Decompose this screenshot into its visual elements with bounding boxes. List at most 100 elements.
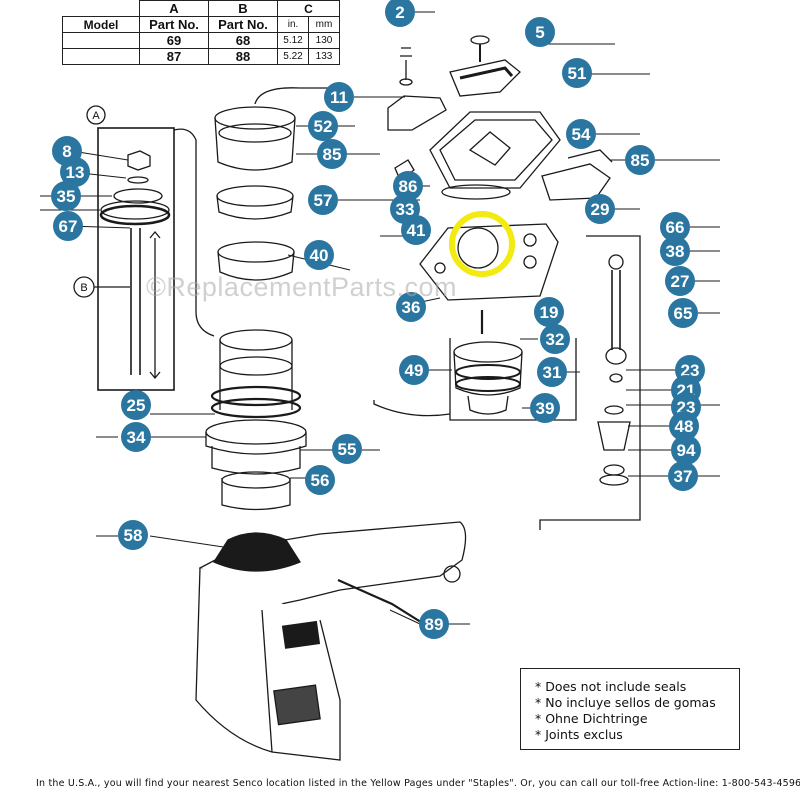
spring-2 xyxy=(400,47,412,80)
callout-circle xyxy=(317,139,347,169)
notes-box: * Does not include seals * No incluye se… xyxy=(520,668,740,750)
callout-circle xyxy=(534,297,564,327)
callout-number: 94 xyxy=(677,441,696,460)
callout-number: 8 xyxy=(62,142,71,161)
callout-badge: 54 xyxy=(566,119,596,149)
callout-number: 5 xyxy=(535,23,544,42)
callout-number: 58 xyxy=(124,526,143,545)
callout-badge: 2 xyxy=(385,0,415,27)
callout-number: 57 xyxy=(314,191,333,210)
callout-number: 25 xyxy=(127,396,146,415)
callout-number: 35 xyxy=(57,187,76,206)
callout-number: 56 xyxy=(311,471,330,490)
detail-label-b: B xyxy=(80,282,87,294)
callout-badge: 25 xyxy=(121,390,151,420)
callout-badge: 85 xyxy=(625,145,655,175)
callout-badge: 57 xyxy=(308,185,338,215)
drawing-linework xyxy=(73,35,641,761)
callout-circle xyxy=(60,157,90,187)
callout-badge: 58 xyxy=(118,520,148,550)
footer-text: In the U.S.A., you will find your neares… xyxy=(36,778,800,789)
callout-badge: 35 xyxy=(51,181,81,211)
callout-circle xyxy=(324,82,354,112)
callout-number: 19 xyxy=(540,303,559,322)
table-header-letters: A B C xyxy=(62,0,340,17)
callout-badge: 66 xyxy=(660,212,690,242)
table-cell: 133 xyxy=(308,48,340,65)
valve-piston-49 xyxy=(453,341,523,363)
ring-57 xyxy=(216,185,294,207)
callout-badge: 51 xyxy=(562,58,592,88)
callout-circle xyxy=(304,240,334,270)
note-line: * Does not include seals xyxy=(535,679,687,694)
callout-number: 89 xyxy=(425,615,444,634)
callout-badge: 89 xyxy=(419,609,449,639)
callout-badge: 29 xyxy=(585,194,615,224)
o-ring-23 xyxy=(604,405,624,415)
piston-disc xyxy=(100,200,170,220)
callout-number: 38 xyxy=(666,242,685,261)
callout-badge: 56 xyxy=(305,465,335,495)
callout-circle xyxy=(393,171,423,201)
callout-number: 33 xyxy=(396,200,415,219)
callout-number: 86 xyxy=(399,177,418,196)
callout-number: 39 xyxy=(536,399,555,418)
guard-11 xyxy=(387,95,447,131)
callout-circle xyxy=(332,434,362,464)
spec-table: A B C Model Part No. Part No. in. mm 69 … xyxy=(62,0,340,65)
callout-number: 85 xyxy=(631,151,650,170)
callout-number: 67 xyxy=(59,217,78,236)
highlight-ring xyxy=(449,211,515,277)
note-line: * Joints exclus xyxy=(535,727,623,742)
callout-badge: 94 xyxy=(671,435,701,465)
callout-number: 40 xyxy=(310,246,329,265)
callout-number: 66 xyxy=(666,218,685,237)
callout-circle xyxy=(668,461,698,491)
note-line: * Ohne Dichtringe xyxy=(535,711,648,726)
callout-badge: 55 xyxy=(332,434,362,464)
callout-number: 51 xyxy=(568,64,587,83)
note-line: * No incluye sellos de gomas xyxy=(535,695,716,710)
callout-badge: 38 xyxy=(660,236,690,266)
callout-circle xyxy=(540,324,570,354)
callout-number: 52 xyxy=(314,117,333,136)
cylinder-top xyxy=(219,329,293,351)
callout-number: 48 xyxy=(675,417,694,436)
callout-badge: 5 xyxy=(525,17,555,47)
callout-badge: 48 xyxy=(669,411,699,441)
callout-number: 37 xyxy=(674,467,693,486)
callout-circle xyxy=(668,298,698,328)
callout-circle xyxy=(53,211,83,241)
ring-40 xyxy=(217,241,295,263)
callout-badge: 41 xyxy=(401,215,431,245)
callout-number: 32 xyxy=(546,330,565,349)
callout-badge: 19 xyxy=(534,297,564,327)
valve-48 xyxy=(597,421,631,451)
bumper-52 xyxy=(214,106,296,130)
callout-badge: 13 xyxy=(60,157,90,187)
o-ring-38 xyxy=(608,254,624,270)
callout-number: 55 xyxy=(338,440,357,459)
screw-5 xyxy=(470,35,490,45)
callout-badge: 39 xyxy=(530,393,560,423)
callout-circle xyxy=(401,215,431,245)
callout-number: 36 xyxy=(402,298,421,317)
callout-circle xyxy=(121,390,151,420)
table-cell: 87 xyxy=(139,48,209,65)
callout-circle xyxy=(51,181,81,211)
callout-circle xyxy=(625,145,655,175)
watermark: ©ReplacementParts.com xyxy=(146,272,458,302)
callout-badge: 86 xyxy=(393,171,423,201)
callout-number: 41 xyxy=(407,221,426,240)
cylinder-base xyxy=(221,478,291,511)
callout-circle xyxy=(562,58,592,88)
callout-circle xyxy=(671,435,701,465)
callout-circle xyxy=(399,355,429,385)
callout-number: 13 xyxy=(66,163,85,182)
callout-badge: 11 xyxy=(324,82,354,112)
detail-a-marker xyxy=(86,105,106,125)
callout-number: 34 xyxy=(127,428,146,447)
callout-number: 11 xyxy=(330,88,348,107)
